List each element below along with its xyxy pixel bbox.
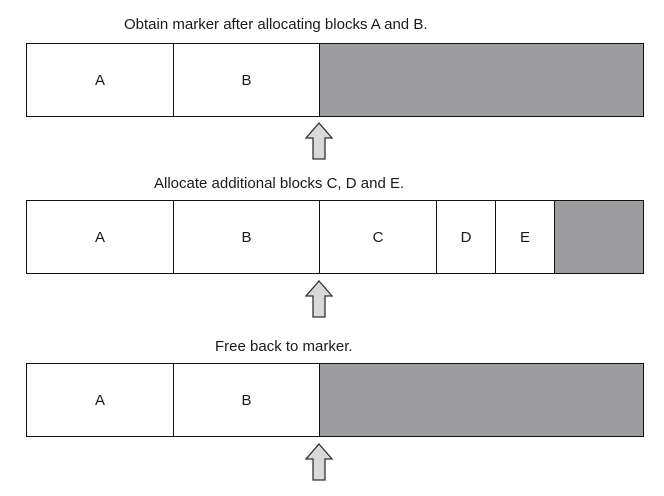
block-a: A [27,364,174,436]
step-2-caption: Allocate additional blocks C, D and E. [154,175,405,192]
block-b: B [174,201,320,273]
free-space [555,201,643,273]
free-space [320,44,643,116]
block-c: C [320,201,437,273]
marker-up-arrow-icon [305,280,333,318]
block-d: D [437,201,496,273]
block-a: A [27,44,174,116]
step-3-caption: Free back to marker. [215,338,353,355]
block-b: B [174,364,320,436]
free-space [320,364,643,436]
memory-bar-step-3: A B [26,363,644,437]
memory-bar-step-1: A B [26,43,644,117]
block-a: A [27,201,174,273]
block-b: B [174,44,320,116]
marker-up-arrow-icon [305,122,333,160]
memory-bar-step-2: A B C D E [26,200,644,274]
step-1-caption: Obtain marker after allocating blocks A … [124,16,428,33]
marker-up-arrow-icon [305,443,333,481]
block-e: E [496,201,555,273]
